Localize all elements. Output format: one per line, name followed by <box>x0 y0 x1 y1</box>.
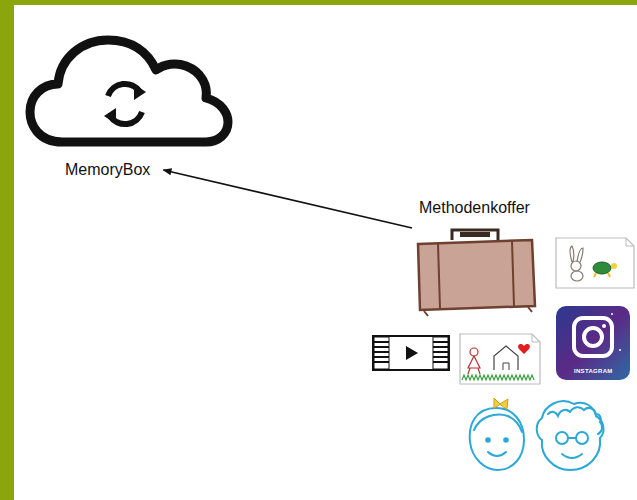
glasses-bridge <box>568 437 576 439</box>
paper <box>460 334 540 384</box>
paper <box>556 238 634 288</box>
suitcase-strap <box>438 241 514 308</box>
cloud-outline <box>30 40 228 142</box>
rabbit-head <box>571 261 581 271</box>
rabbit-ears <box>570 246 583 262</box>
sync-arrowhead <box>104 108 116 124</box>
house-door <box>503 363 509 370</box>
film-holes <box>374 342 448 362</box>
suitcase-handle <box>460 232 490 237</box>
face-outline <box>537 401 604 470</box>
frame-bar <box>0 0 14 500</box>
node-text: Methodenkoffer <box>419 198 530 218</box>
paper-fold <box>532 334 540 342</box>
grass <box>462 375 534 380</box>
node-label-box: Methodenkoffer <box>416 196 533 220</box>
paper-fold <box>626 238 634 246</box>
icon-caption: INSTAGRAM <box>574 368 613 375</box>
suitcase <box>418 230 535 316</box>
face-outline <box>470 408 524 470</box>
turtle-legs <box>594 273 610 277</box>
glasses <box>556 432 568 444</box>
suitcase-body <box>418 240 535 310</box>
cloud-icon <box>30 40 228 142</box>
play-symbol <box>406 346 418 360</box>
mouth <box>488 452 506 456</box>
film-frame <box>373 336 449 370</box>
glasses <box>576 432 588 444</box>
figure-body <box>468 356 480 374</box>
suitcase-foot <box>424 307 532 316</box>
instagram-icon <box>556 306 630 380</box>
turtle-head <box>611 263 617 269</box>
node-text: MemoryBox <box>65 160 150 180</box>
sync-arrowhead <box>134 84 146 100</box>
mouth <box>562 454 582 458</box>
rabbit-body <box>571 271 583 281</box>
film-icon <box>373 336 449 370</box>
hair-bow <box>494 398 508 409</box>
star <box>619 349 621 351</box>
eye <box>486 438 490 442</box>
camera-outline <box>574 318 612 356</box>
drawing-animals <box>556 238 634 288</box>
suitcase-handle <box>452 230 498 240</box>
connector-arrow <box>163 170 412 228</box>
node-label-box: MemoryBox <box>62 158 153 182</box>
drawing-house <box>460 334 540 384</box>
eye <box>504 438 508 442</box>
star <box>611 313 613 315</box>
heart <box>518 344 530 354</box>
hair <box>474 415 522 432</box>
turtle-shell <box>593 262 611 274</box>
curly-hair <box>548 407 602 434</box>
house <box>494 346 518 370</box>
frame-bar <box>0 0 637 5</box>
children-faces <box>470 398 604 470</box>
camera-lens <box>584 328 602 346</box>
icon-background <box>556 306 630 380</box>
camera-dot <box>602 324 606 328</box>
